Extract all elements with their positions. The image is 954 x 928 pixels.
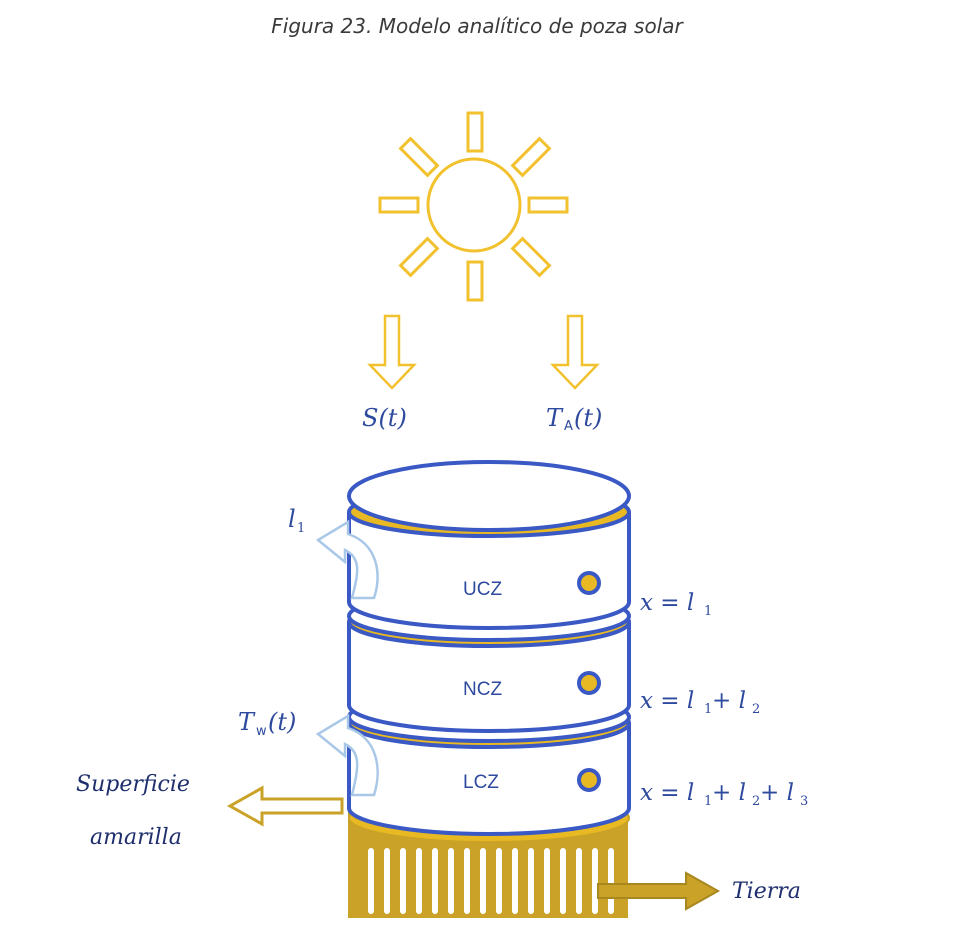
b3-sub1: 1 bbox=[704, 794, 712, 809]
figure-caption: Figura 23. Modelo analítico de poza sola… bbox=[271, 14, 683, 38]
b3-text2: + l bbox=[712, 780, 746, 806]
zone-label-lcz: LCZ bbox=[463, 772, 499, 793]
b2-sub1: 1 bbox=[704, 702, 712, 717]
tw-arg: (t) bbox=[268, 708, 296, 736]
b1-text: x = l bbox=[640, 590, 694, 616]
boundary-label-1: x = l 1 bbox=[640, 590, 712, 619]
solar-input-label: S(t) bbox=[362, 404, 407, 432]
surface-label-line2: amarilla bbox=[90, 825, 182, 850]
sensor-icon bbox=[577, 571, 601, 792]
surface-label-line1: Superficie bbox=[76, 772, 190, 797]
tw-label: T w (t) bbox=[238, 708, 296, 739]
l1-heat-arrow-icon bbox=[315, 519, 379, 600]
b3-sub2: 2 bbox=[752, 794, 760, 809]
ambient-sub: A bbox=[564, 419, 573, 434]
boundary-label-2: x = l 1 + l 2 bbox=[640, 688, 760, 717]
sun-icon bbox=[378, 111, 569, 302]
b1-sub: 1 bbox=[704, 604, 712, 619]
b3-text3: + l bbox=[760, 780, 794, 806]
zone-label-ucz: UCZ bbox=[463, 579, 502, 600]
l1-label: l 1 bbox=[288, 505, 305, 536]
ground-arrow-icon bbox=[597, 871, 721, 911]
l1-sub: 1 bbox=[297, 521, 305, 536]
b2-text1: x = l bbox=[640, 688, 694, 714]
boundary-label-3: x = l 1 + l 2 + l 3 bbox=[640, 780, 808, 809]
ambient-main: T bbox=[546, 404, 564, 432]
ambient-temperature-arrow-icon bbox=[550, 314, 600, 390]
b3-text1: x = l bbox=[640, 780, 694, 806]
b2-text2: + l bbox=[712, 688, 746, 714]
tw-sub: w bbox=[256, 724, 267, 739]
solar-radiation-arrow-icon bbox=[367, 314, 417, 390]
ambient-input-label: T A (t) bbox=[546, 404, 602, 434]
tw-heat-arrow-icon bbox=[315, 713, 379, 797]
l1-main: l bbox=[288, 505, 296, 533]
b3-sub3: 3 bbox=[800, 794, 808, 809]
b2-sub2: 2 bbox=[752, 702, 760, 717]
tw-main: T bbox=[238, 708, 256, 736]
zone-label-ncz: NCZ bbox=[463, 679, 502, 700]
ucz-layer bbox=[347, 460, 631, 630]
ground-label: Tierra bbox=[732, 879, 801, 904]
ambient-arg: (t) bbox=[574, 404, 602, 432]
surface-arrow-icon bbox=[226, 785, 344, 827]
